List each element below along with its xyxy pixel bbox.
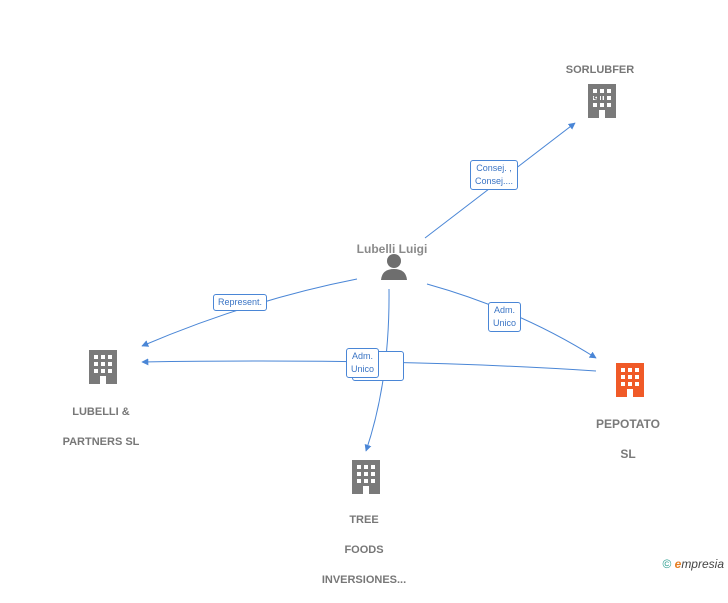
tree-foods-name-line1: TREE (349, 514, 379, 526)
edge-label-adm-tree-line1: Adm. (352, 351, 374, 361)
person-icon[interactable] (381, 254, 407, 280)
edge-label-consej[interactable]: Consej. , Consej.... (470, 160, 519, 190)
person-name-label[interactable]: Lubelli Luigi (340, 227, 444, 272)
building-icon-pepotato[interactable] (616, 363, 644, 397)
edge-label-consej-line2: Consej.... (475, 176, 514, 186)
edge-person-lubelli-partners (141, 278, 358, 347)
node-label-tree-foods[interactable]: TREE FOODS INVERSIONES... (306, 498, 422, 603)
tree-foods-name-line2: FOODS (344, 544, 384, 556)
sorlubfer-name-line1: SORLUBFER (565, 64, 635, 76)
person-name: Lubelli Luigi (356, 242, 428, 256)
building-icon-sorlubfer[interactable] (588, 84, 616, 118)
node-label-sorlubfer[interactable]: SORLUBFER SL (550, 48, 650, 123)
node-label-lubelli-partners[interactable]: LUBELLI & PARTNERS SL (45, 390, 157, 465)
building-icon-lubelli-partners[interactable] (89, 350, 117, 384)
lubelli-partners-name-line1: LUBELLI & (72, 406, 130, 418)
edge-label-adm-pepotato[interactable]: Adm. Unico (488, 302, 522, 332)
edge-label-adm-pepotato-line1: Adm. (494, 305, 516, 315)
edge-label-adm-tree-line2: Unico (351, 364, 375, 374)
relationship-graph (89, 84, 644, 494)
node-label-pepotato[interactable]: PEPOTATO SL (578, 402, 678, 477)
edge-label-adm-tree[interactable]: Adm. Unico (346, 348, 380, 378)
brand-rest: mpresia (681, 557, 724, 571)
copyright-symbol: © (662, 557, 672, 571)
pepotato-name-line1: PEPOTATO (595, 417, 660, 431)
edge-label-represent[interactable]: Represent. (213, 294, 268, 311)
edge-label-consej-line1: Consej. , (476, 163, 512, 173)
empresia-footer[interactable]: © empresia (662, 557, 724, 571)
edge-label-adm-pepotato-line2: Unico (493, 318, 517, 328)
empresia-logo: empresia (675, 557, 724, 571)
sorlubfer-name-line2: SL (592, 94, 608, 106)
pepotato-name-line2: SL (620, 447, 636, 461)
edge-label-represent-line1: Represent. (218, 297, 263, 307)
building-icon-tree-foods[interactable] (352, 460, 380, 494)
lubelli-partners-name-line2: PARTNERS SL (62, 436, 140, 448)
brand-initial: e (674, 557, 682, 571)
tree-foods-name-line3: INVERSIONES... (321, 574, 407, 586)
